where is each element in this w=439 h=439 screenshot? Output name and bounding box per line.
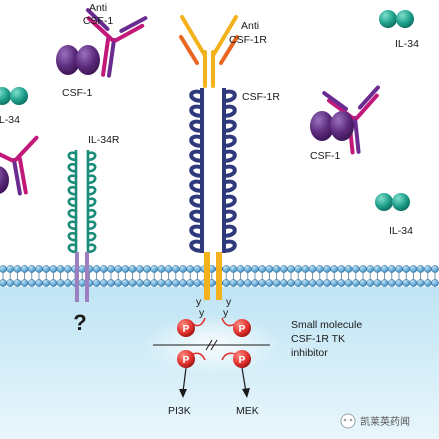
pi3k-label: PI3K (168, 405, 191, 417)
phospho-label-3: P (239, 324, 246, 335)
tyrosine-label-2: y (199, 307, 205, 319)
il34-ligand-left (0, 87, 28, 105)
il34-label-left: IL-34 (0, 114, 20, 126)
anti-csf1-label-line1: Anti (89, 2, 107, 14)
tyrosine-label-4: y (223, 307, 229, 319)
csf1-ligand-right (310, 111, 354, 141)
il34r-receptor (67, 150, 97, 302)
csf1-ligand-top (56, 45, 100, 75)
anti-csf1-antibody-left (0, 135, 39, 196)
csf1r-label: CSF-1R (242, 91, 280, 103)
watermark-text: 凯莱英药闻 (360, 415, 410, 428)
phospho-label-4: P (239, 355, 246, 366)
phospho-site-3 (233, 319, 251, 337)
csf1-label-right: CSF-1 (310, 150, 340, 162)
cell-membrane (0, 265, 439, 287)
il34-label-right: IL-34 (389, 225, 413, 237)
phospho-site-4 (233, 350, 251, 368)
inhibitor-label-line1: Small molecule (291, 319, 362, 331)
il34-ligand-right (375, 193, 410, 211)
anti-csf1r-label-line1: Anti (241, 20, 259, 32)
csf1-label-top: CSF-1 (62, 87, 92, 99)
inhibitor-label-line2: CSF-1R TK (291, 333, 345, 345)
anti-csf1r-label-line2: CSF-1R (229, 34, 267, 46)
csf1r-kinase-domain (153, 317, 270, 398)
il34r-label: IL-34R (88, 134, 120, 146)
inhibitor-label-line3: inhibitor (291, 347, 328, 359)
phospho-site-2 (177, 350, 195, 368)
mek-label: MEK (236, 405, 259, 417)
anti-csf1-antibody-top (85, 8, 148, 78)
unknown-signaling-mark: ? (73, 310, 86, 335)
tyrosine-label-3: y (226, 296, 232, 308)
anti-csf1r-antibody (179, 15, 239, 88)
csf1r-receptor (189, 88, 237, 300)
phospho-label-1: P (183, 324, 190, 335)
phospho-site-1 (177, 319, 195, 337)
watermark: 凯莱英药闻 (340, 413, 410, 429)
il34-ligand-top-right (379, 10, 414, 28)
tyrosine-label-1: y (196, 296, 202, 308)
anti-csf1-label-line2: CSF-1 (83, 15, 113, 27)
phospho-label-2: P (183, 355, 190, 366)
csf1-ligand-left (0, 166, 9, 194)
il34-label-top-right: IL-34 (395, 38, 419, 50)
